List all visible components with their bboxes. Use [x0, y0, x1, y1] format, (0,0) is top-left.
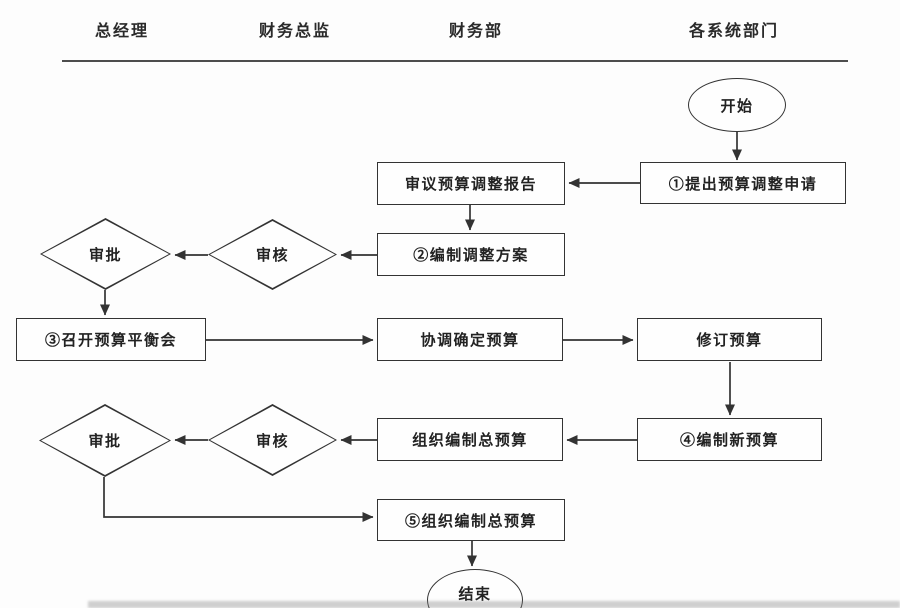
- end-label: 结束: [458, 586, 492, 603]
- end-node: 结束: [427, 569, 523, 608]
- node-review-report: 审议预算调整报告: [377, 162, 565, 205]
- node-submit-request-label: ①提出预算调整申请: [668, 176, 818, 193]
- lane-label-system-depts: 各系统部门: [688, 23, 780, 40]
- start-label: 开始: [720, 98, 754, 115]
- lane-label-general-manager: 总经理: [94, 23, 150, 40]
- decision-check-1: 审核: [208, 219, 337, 290]
- header-divider: [62, 60, 848, 62]
- scan-artifact: [88, 601, 900, 608]
- node-budget-meeting: ③召开预算平衡会: [16, 318, 206, 361]
- lane-label-finance-dept: 财务部: [448, 23, 504, 40]
- decision-approve-2: 审批: [39, 404, 171, 477]
- node-revise-budget: 修订预算: [637, 318, 822, 361]
- node-organize-total-final: ⑤组织编制总预算: [377, 499, 565, 541]
- decision-check-2-label: 审核: [255, 433, 289, 450]
- node-new-budget: ④编制新预算: [637, 418, 822, 461]
- decision-approve-1-label: 审批: [88, 247, 122, 264]
- node-organize-total: 组织编制总预算: [377, 418, 563, 461]
- decision-approve-1: 审批: [40, 218, 171, 290]
- node-organize-total-label: 组织编制总预算: [412, 433, 528, 449]
- lane-label-cfo: 财务总监: [258, 23, 332, 40]
- node-revise-budget-label: 修订预算: [696, 333, 763, 349]
- node-prepare-plan-label: ②编制调整方案: [413, 248, 529, 264]
- node-submit-request: ①提出预算调整申请: [640, 162, 846, 204]
- node-new-budget-label: ④编制新预算: [679, 433, 779, 449]
- node-budget-meeting-label: ③召开预算平衡会: [44, 333, 177, 349]
- node-coordinate-budget: 协调确定预算: [377, 318, 563, 361]
- decision-approve-2-label: 审批: [88, 434, 122, 450]
- node-coordinate-budget-label: 协调确定预算: [420, 333, 520, 349]
- node-prepare-plan: ②编制调整方案: [377, 233, 565, 276]
- decision-check-2: 审核: [208, 404, 337, 476]
- node-review-report-label: 审议预算调整报告: [404, 177, 537, 193]
- node-organize-total-final-label: ⑤组织编制总预算: [404, 513, 537, 530]
- start-node: 开始: [688, 78, 786, 132]
- decision-check-1-label: 审核: [255, 248, 289, 264]
